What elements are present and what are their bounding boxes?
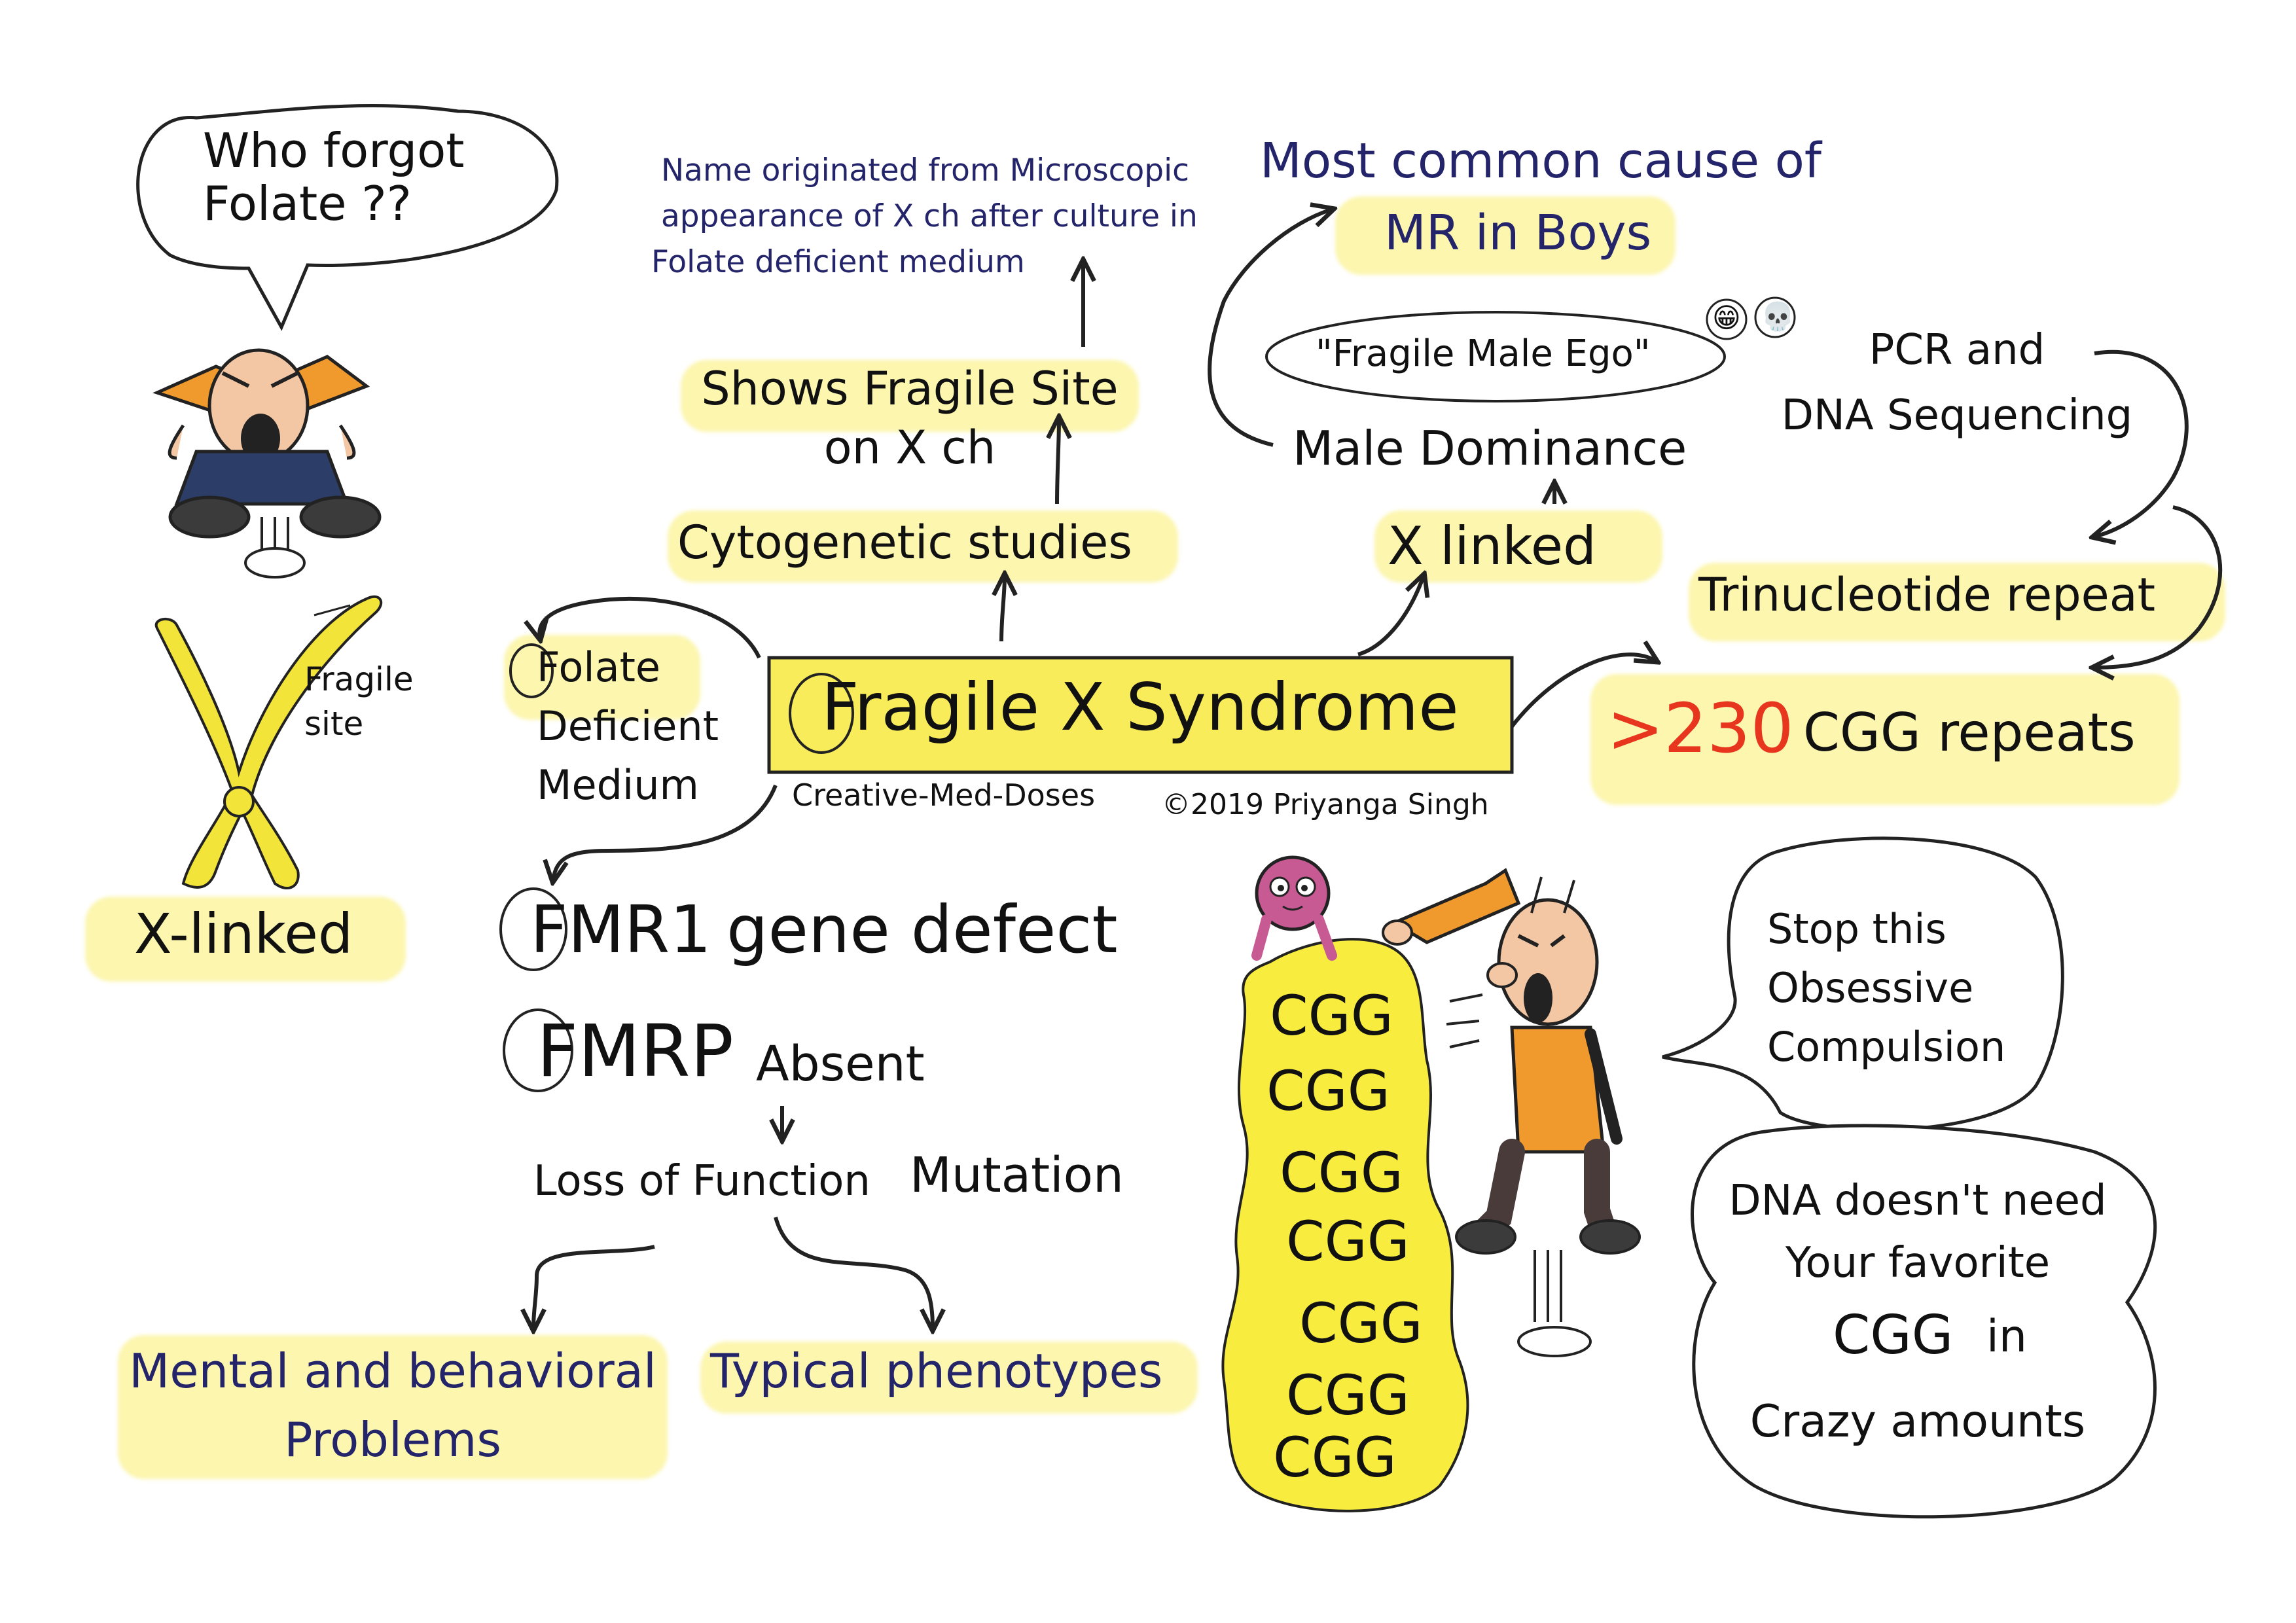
speech-bubble-dna	[1691, 1124, 2157, 1519]
shows-fragile-line1: Shows Fragile Site	[701, 362, 1119, 416]
loss-of-function-text: Loss of Function	[533, 1157, 870, 1205]
name-origin-line1: Name originated from Microscopic	[661, 152, 1189, 188]
arrow-to-x-linked	[1357, 576, 1424, 656]
angry-man-figure	[152, 348, 382, 579]
arrow-to-cytogenetic	[1001, 576, 1005, 642]
title-box	[767, 656, 1514, 774]
repeats-number: >230	[1607, 688, 1794, 768]
fmrp-absent: Absent	[756, 1036, 925, 1092]
highlight-repeats	[1590, 674, 2179, 805]
fragile-site-label: Fragile site	[304, 660, 414, 743]
male-dominance-text: Male Dominance	[1293, 421, 1687, 476]
arrow-loss-to-mental	[533, 1245, 655, 1329]
speech-obsessive-text: Stop this Obsessive Compulsion	[1767, 905, 2006, 1071]
highlight-cytogenetic	[668, 510, 1178, 582]
arrow-to-most-common	[1208, 209, 1332, 447]
cgg-item-3: CGG	[1280, 1141, 1403, 1205]
shows-fragile-line2: on X ch	[823, 421, 996, 474]
pink-creature	[1251, 855, 1337, 961]
arrow-loss-to-phenotypes	[774, 1217, 933, 1329]
cgg-item-7: CGG	[1273, 1425, 1397, 1489]
fragile-male-ego-text: "Fragile Male Ego"	[1316, 332, 1651, 375]
highlight-phenotypes	[700, 1342, 1198, 1414]
trinucleotide-text: Trinucleotide repeat	[1698, 568, 2156, 622]
emoji-grin-icon: 😁	[1712, 302, 1741, 334]
arrow-pcr-to-trinucleotide	[2094, 349, 2189, 537]
shouting-man-figure	[1382, 868, 1641, 1357]
cgg-item-5: CGG	[1299, 1291, 1423, 1355]
highlight-most-common	[1335, 196, 1676, 275]
highlight-trinucleotide	[1689, 563, 2225, 641]
dna-cgg: CGG	[1833, 1304, 1954, 1366]
mental-line2: Problems	[284, 1412, 501, 1467]
arrow-to-repeats	[1510, 654, 1656, 728]
chromosome-drawing	[154, 595, 383, 890]
cgg-item-6: CGG	[1286, 1363, 1410, 1427]
folate-medium-line3: Medium	[537, 761, 699, 809]
cytogenetic-text: Cytogenetic studies	[677, 516, 1132, 569]
x-linked-label: X-linked	[134, 902, 353, 966]
fmr1-gene: FMR1	[530, 891, 711, 968]
brand-credit: Creative-Med-Doses	[792, 777, 1096, 813]
speech-folate-text: Who forgot Folate ??	[203, 123, 465, 231]
most-common-line2: MR in Boys	[1384, 205, 1652, 261]
fmr1-rest: gene defect	[726, 891, 1118, 968]
dna-line4: Crazy amounts	[1749, 1396, 2086, 1448]
name-origin-line2: appearance of X ch after culture in	[661, 198, 1198, 234]
arrow-to-shows-fragile	[1057, 419, 1059, 505]
repeats-label: CGG repeats	[1803, 702, 2136, 763]
cgg-column	[1221, 938, 1469, 1512]
dna-line1: DNA doesn't need	[1729, 1177, 2107, 1225]
arrow-title-to-folate	[539, 596, 761, 659]
ego-ellipse	[1265, 311, 1726, 402]
pcr-line2: DNA Sequencing	[1781, 391, 2133, 440]
pcr-line1: PCR and	[1869, 326, 2045, 374]
cgg-item-2: CGG	[1266, 1059, 1390, 1123]
folate-medium-line1: Folate	[537, 643, 661, 691]
name-origin-line3: Folate deficient medium	[651, 244, 1025, 280]
mental-line1: Mental and behavioral	[129, 1344, 656, 1399]
dna-line2: Your favorite	[1785, 1239, 2051, 1287]
highlight-xlinked	[85, 897, 406, 982]
fmrp-text: FMRP	[537, 1009, 734, 1093]
arrow-title-to-fmr1	[553, 784, 778, 880]
copyright-credit: ©2019 Priyanga Singh	[1162, 788, 1489, 821]
folate-medium-line2: Deficient	[537, 702, 719, 750]
phenotypes-text: Typical phenotypes	[710, 1344, 1163, 1399]
x-linked-node-text: X linked	[1388, 516, 1596, 577]
cgg-item-4: CGG	[1286, 1209, 1410, 1274]
most-common-line1: Most common cause of	[1260, 133, 1821, 189]
highlight-mental	[118, 1335, 668, 1479]
dna-in: in	[1986, 1311, 2027, 1363]
mutation-text: Mutation	[910, 1147, 1124, 1204]
cgg-item-1: CGG	[1270, 984, 1393, 1048]
page-title: Fragile X Syndrome	[821, 669, 1459, 745]
speech-bubble-folate	[136, 103, 559, 331]
arrow-trinucleotide-to-repeats	[2094, 505, 2223, 668]
emoji-skull-icon: 💀	[1761, 300, 1795, 332]
highlight-folate	[504, 635, 700, 720]
